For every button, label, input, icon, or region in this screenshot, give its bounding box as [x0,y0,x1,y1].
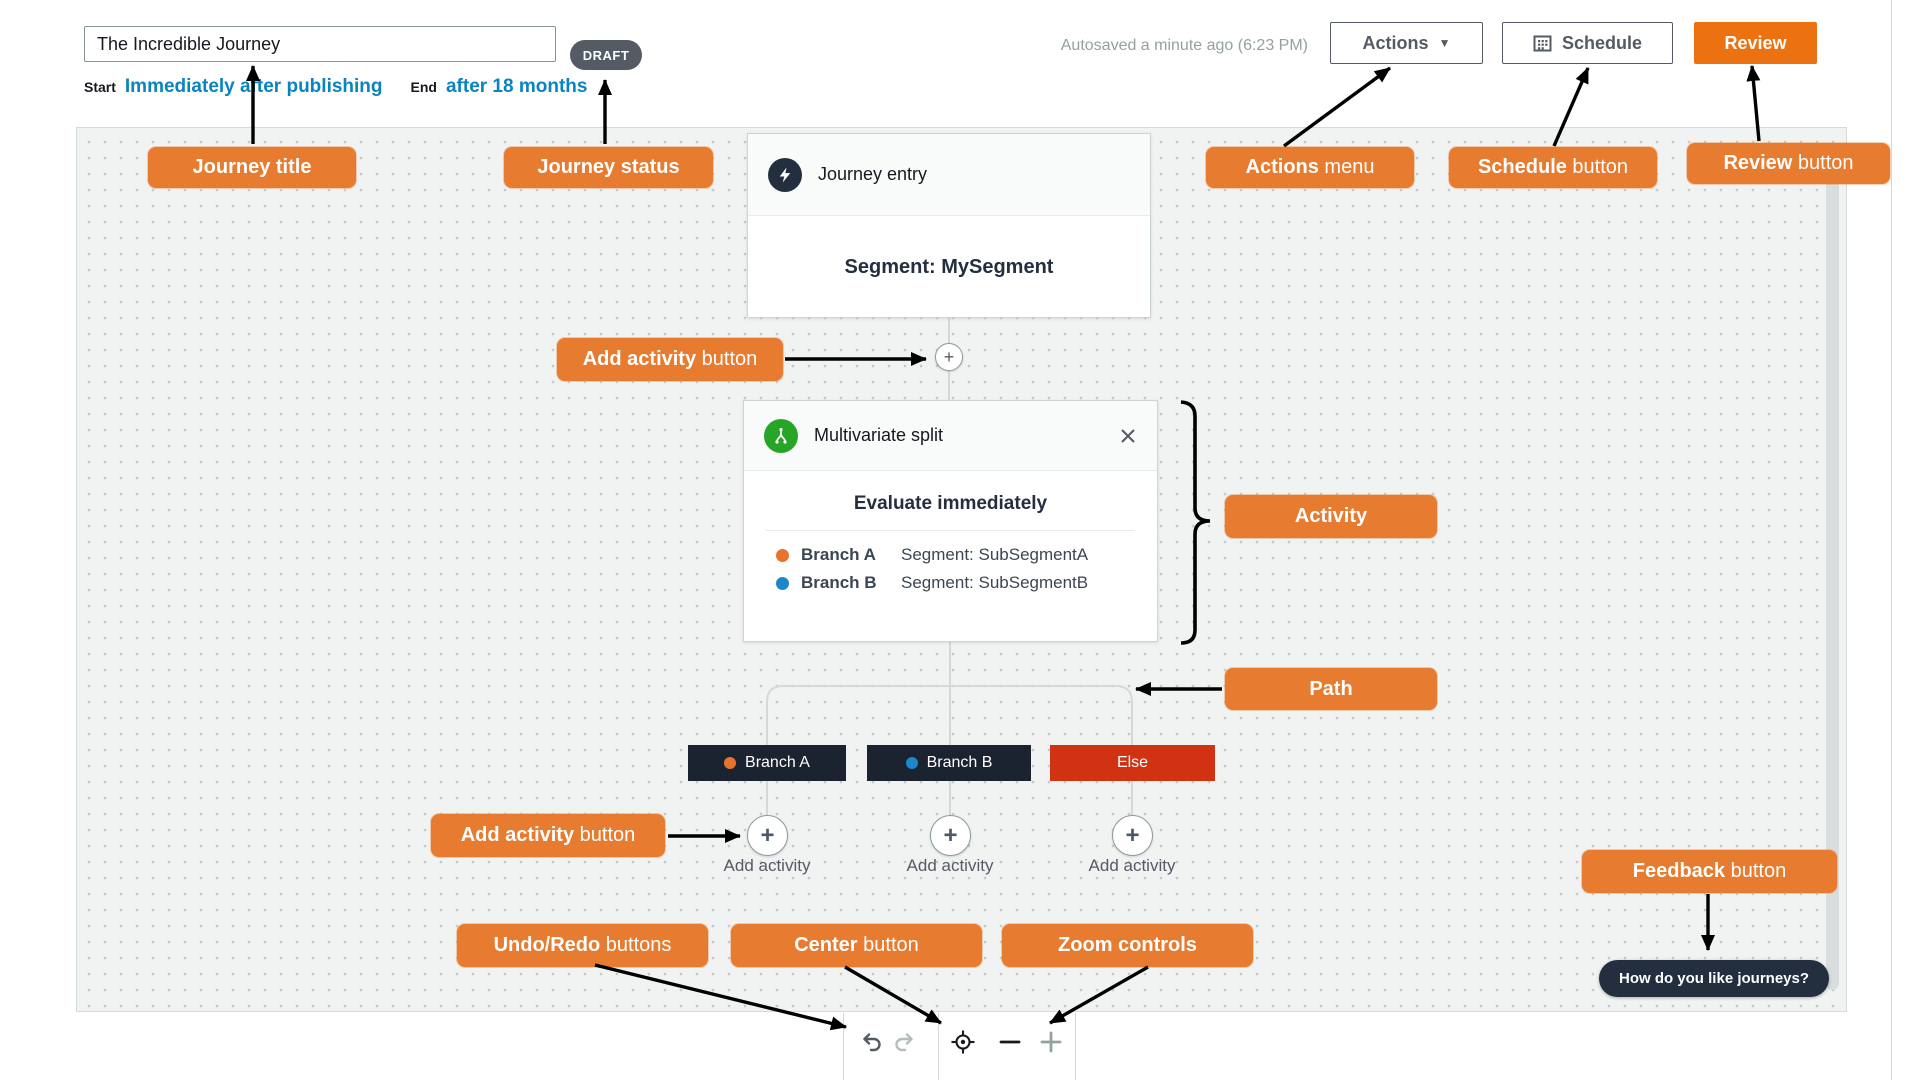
pill-else-text: Else [1116,754,1149,771]
journey-entry-title: Journey entry [818,164,928,184]
evaluate-immediately-text: Evaluate immediately [853,493,1048,514]
annotation-text: Center [794,934,858,956]
caret-down-icon: ▼ [1438,36,1451,50]
journey-status-badge: DRAFT [570,40,642,70]
calendar-grid-icon [1533,34,1552,53]
journey-entry-card[interactable]: Journey entry Segment: MySegment [747,133,1151,318]
branch-b-row: Branch B Segment: SubSegmentB [744,569,1157,597]
schedule-button[interactable]: Schedule [1502,22,1673,64]
annotation-feedback-button: Feedback button [1582,850,1837,893]
canvas-scrollbar[interactable] [1826,162,1839,990]
annotation-text: Add activity [460,824,575,846]
entry-segment-text: Segment: MySegment [844,255,1054,278]
actions-menu-button[interactable]: Actions ▼ [1330,22,1483,64]
annotation-zoom-controls: Zoom controls [1002,924,1253,967]
annotation-text: button [857,934,919,956]
journey-title-input[interactable] [84,26,556,62]
annotation-add-activity-bottom: Add activity button [431,814,665,857]
redo-icon[interactable] [890,1028,918,1056]
annotation-text: Actions [1245,156,1319,178]
schedule-button-label: Schedule [1561,32,1643,53]
annotation-text: Add activity [582,348,697,370]
autosave-status: Autosaved a minute ago (6:23 PM) [1060,37,1308,54]
annotation-text: Path [1309,677,1353,700]
annotation-text: Activity [1294,505,1368,527]
split-card-header: Multivariate split [744,401,1157,471]
annotation-undo-redo: Undo/Redo buttons [457,924,708,967]
annotation-text: Zoom controls [1058,934,1197,956]
annotation-text: Journey title [192,156,312,178]
lightning-bolt-icon [768,157,802,192]
add-activity-button-top[interactable]: + [935,343,963,371]
annotation-journey-status: Journey status [504,147,713,188]
annotation-text: button [1792,152,1854,174]
review-button[interactable]: Review [1694,22,1817,64]
branch-a-name: Branch A [801,545,876,564]
pill-branch-b-text: Branch B [926,754,993,771]
branch-b-dot-icon [776,576,789,590]
branch-a-row: Branch A Segment: SubSegmentA [744,541,1157,569]
zoom-in-icon[interactable] [1037,1028,1065,1056]
annotation-text: Feedback [1632,860,1726,882]
zoom-out-icon[interactable] [996,1028,1024,1056]
journey-start-end-row: Start Immediately after publishing End a… [84,76,587,98]
annotation-text: button [1725,860,1787,882]
branch-split-icon [764,418,798,453]
split-divider [766,530,1135,531]
undo-icon[interactable] [858,1028,886,1056]
toolbar-divider [843,1013,844,1080]
add-activity-button-else[interactable]: + [1112,815,1153,856]
annotation-text: menu [1318,156,1375,178]
annotation-text: Undo/Redo [493,934,601,956]
branch-b-dot-icon [905,757,918,769]
path-label-branch-a: Branch A [688,745,846,781]
right-border-divider [1891,0,1892,1080]
review-button-label: Review [1724,32,1787,53]
add-activity-button-branch-a[interactable]: + [747,815,788,856]
branch-a-segment: Segment: SubSegmentA [901,545,1089,564]
annotation-text: button [574,824,636,846]
multivariate-split-card[interactable]: Multivariate split Evaluate immediately … [743,400,1158,642]
end-label: End [410,79,437,95]
path-label-branch-b: Branch B [867,745,1031,781]
path-label-else: Else [1050,745,1215,781]
annotation-activity: Activity [1225,495,1437,538]
journey-entry-header: Journey entry [748,134,1150,216]
feedback-button[interactable]: How do you like journeys? [1599,960,1829,997]
annotation-schedule-button: Schedule button [1449,147,1657,188]
toolbar-divider [1075,1013,1076,1080]
center-view-icon[interactable] [949,1028,977,1056]
branch-a-dot-icon [776,548,789,562]
end-condition-link[interactable]: after 18 months [445,76,588,97]
toolbar-divider [938,1013,939,1080]
start-label: Start [84,79,116,95]
annotation-text: button [696,348,758,370]
add-activity-label: Add activity [906,856,994,875]
branch-b-name: Branch B [801,573,877,592]
annotation-add-activity-top: Add activity button [557,338,783,381]
annotation-review-button: Review button [1687,143,1890,184]
annotation-journey-title: Journey title [148,147,356,188]
branch-b-segment: Segment: SubSegmentB [901,573,1089,592]
add-activity-button-branch-b[interactable]: + [930,815,971,856]
annotation-text: Review [1723,152,1793,174]
close-icon[interactable] [1119,427,1137,445]
start-condition-link[interactable]: Immediately after publishing [124,76,383,97]
annotation-text: button [1566,156,1629,178]
annotation-text: buttons [600,934,672,956]
annotation-text: Schedule [1477,156,1567,178]
split-card-title: Multivariate split [814,425,944,445]
annotation-path: Path [1225,668,1437,710]
actions-button-label: Actions [1362,32,1429,53]
pill-branch-a-text: Branch A [745,754,810,771]
annotation-center-button: Center button [731,924,982,967]
add-activity-label: Add activity [1088,856,1176,875]
annotation-text: Journey status [537,156,680,178]
add-activity-label: Add activity [723,856,811,875]
branch-a-dot-icon [724,757,737,769]
annotation-actions-menu: Actions menu [1206,147,1414,188]
